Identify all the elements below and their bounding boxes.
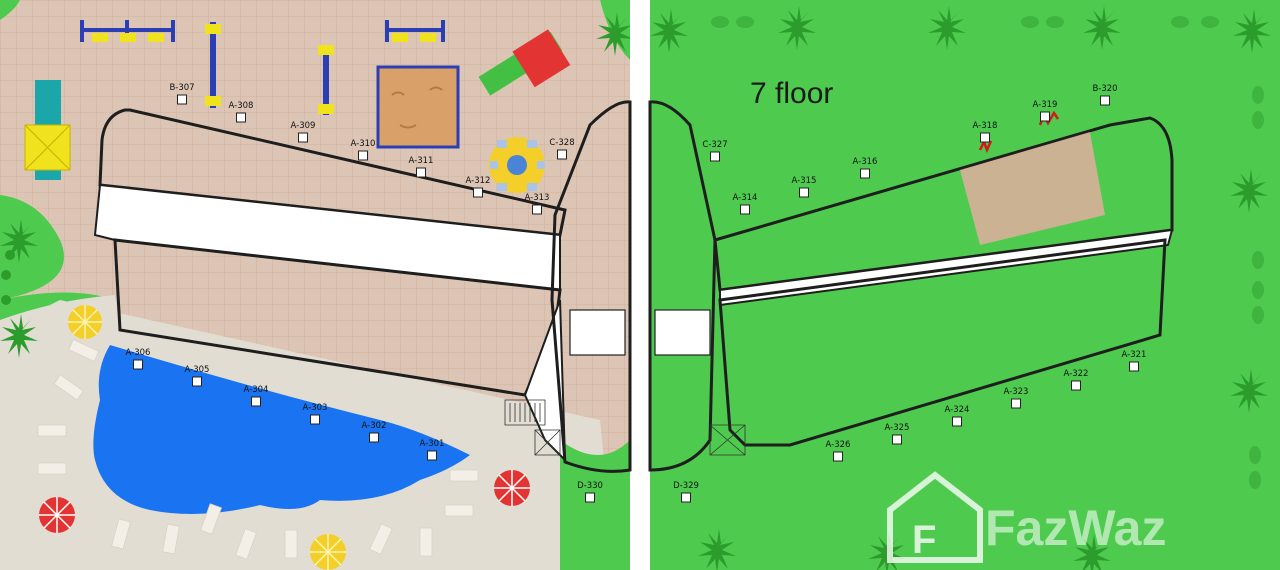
unit-label-a-302: A-302 xyxy=(362,421,387,431)
unit-label-b-307: B-307 xyxy=(169,83,194,93)
unit-label-a-325: A-325 xyxy=(885,423,910,433)
unit-label-a-312: A-312 xyxy=(466,176,491,186)
unit-label-a-301: A-301 xyxy=(420,439,445,449)
right-building xyxy=(648,100,1174,472)
floor-title: 7 floor xyxy=(750,77,833,110)
playground xyxy=(24,20,571,193)
unit-label-c-328: C-328 xyxy=(549,138,574,148)
unit-label-a-322: A-322 xyxy=(1064,369,1089,379)
unit-checkbox-a-303[interactable] xyxy=(310,414,320,425)
unit-label-a-309: A-309 xyxy=(291,121,316,131)
unit-checkbox-d-330[interactable] xyxy=(585,492,595,503)
unit-checkbox-a-318[interactable] xyxy=(980,132,990,143)
unit-label-b-320: B-320 xyxy=(1092,84,1117,94)
unit-label-a-324: A-324 xyxy=(945,405,970,415)
unit-checkbox-a-321[interactable] xyxy=(1129,361,1139,372)
unit-checkbox-a-306[interactable] xyxy=(133,359,143,370)
unit-label-d-330: D-330 xyxy=(577,481,603,491)
left-building xyxy=(93,100,632,473)
svg-text:F: F xyxy=(912,518,936,562)
watermark-text: FazWaz xyxy=(985,500,1167,556)
unit-label-a-318: A-318 xyxy=(973,121,998,131)
highlighted-units-area xyxy=(960,132,1105,245)
unit-checkbox-a-322[interactable] xyxy=(1071,380,1081,391)
unit-label-a-326: A-326 xyxy=(826,440,851,450)
unit-label-a-316: A-316 xyxy=(853,157,878,167)
unit-checkbox-a-316[interactable] xyxy=(860,168,870,179)
fazwaz-watermark: F FazWaz xyxy=(887,471,1167,563)
unit-label-a-303: A-303 xyxy=(303,403,328,413)
unit-checkbox-a-315[interactable] xyxy=(799,187,809,198)
unit-label-a-319: A-319 xyxy=(1033,100,1058,110)
house-logo-icon xyxy=(887,471,983,563)
unit-checkbox-b-320[interactable] xyxy=(1100,95,1110,106)
unit-checkbox-a-311[interactable] xyxy=(416,167,426,178)
unit-label-a-313: A-313 xyxy=(525,193,550,203)
unit-checkbox-d-329[interactable] xyxy=(681,492,691,503)
unit-checkbox-a-309[interactable] xyxy=(298,132,308,143)
unit-checkbox-a-308[interactable] xyxy=(236,112,246,123)
panel-divider xyxy=(630,0,650,570)
unit-checkbox-c-327[interactable] xyxy=(710,151,720,162)
unit-checkbox-a-313[interactable] xyxy=(532,204,542,215)
unit-label-a-306: A-306 xyxy=(126,348,151,358)
unit-checkbox-a-302[interactable] xyxy=(369,432,379,443)
unit-label-a-314: A-314 xyxy=(733,193,758,203)
unit-label-a-321: A-321 xyxy=(1122,350,1147,360)
unit-label-a-304: A-304 xyxy=(244,385,269,395)
unit-label-a-315: A-315 xyxy=(792,176,817,186)
pool-deck-furniture xyxy=(37,305,530,570)
unit-checkbox-a-301[interactable] xyxy=(427,450,437,461)
unit-label-a-310: A-310 xyxy=(351,139,376,149)
unit-label-c-327: C-327 xyxy=(702,140,727,150)
unit-checkbox-c-328[interactable] xyxy=(557,149,567,160)
unit-checkbox-a-324[interactable] xyxy=(952,416,962,427)
unit-checkbox-a-304[interactable] xyxy=(251,396,261,407)
unit-checkbox-a-310[interactable] xyxy=(358,150,368,161)
unit-label-d-329: D-329 xyxy=(673,481,699,491)
right-lawn xyxy=(650,0,1280,570)
unit-checkbox-a-314[interactable] xyxy=(740,204,750,215)
palm-trees-left xyxy=(0,12,634,358)
swimming-pool xyxy=(93,345,470,514)
unit-checkbox-a-312[interactable] xyxy=(473,187,483,198)
unit-label-a-311: A-311 xyxy=(409,156,434,166)
unit-checkbox-a-323[interactable] xyxy=(1011,398,1021,409)
unit-label-a-308: A-308 xyxy=(229,101,254,111)
unit-checkbox-a-305[interactable] xyxy=(192,376,202,387)
unit-checkbox-a-319[interactable] xyxy=(1040,111,1050,122)
unit-label-a-305: A-305 xyxy=(185,365,210,375)
unit-label-a-323: A-323 xyxy=(1004,387,1029,397)
unit-checkbox-a-326[interactable] xyxy=(833,451,843,462)
unit-checkbox-b-307[interactable] xyxy=(177,94,187,105)
unit-checkbox-a-325[interactable] xyxy=(892,434,902,445)
